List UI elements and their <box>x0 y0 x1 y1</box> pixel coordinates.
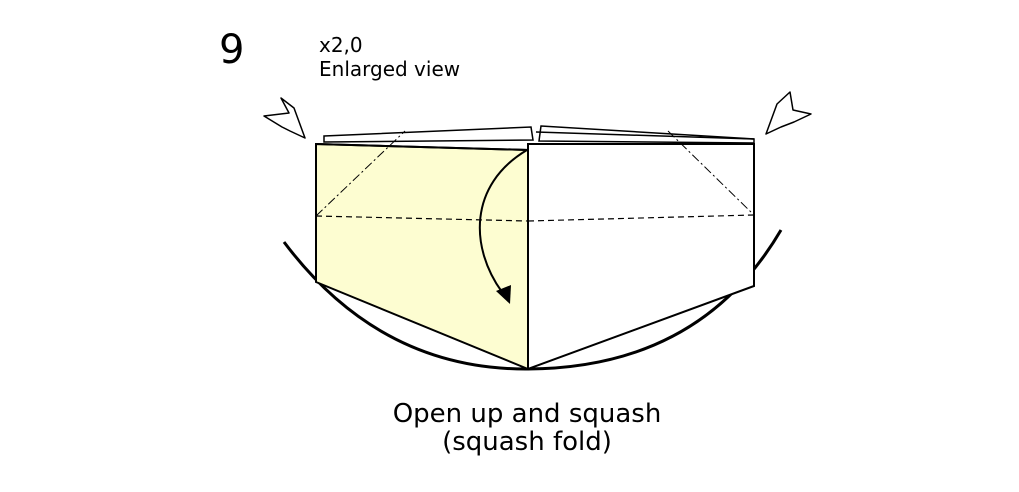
enlarged-view-label: Enlarged view <box>319 57 461 81</box>
instruction-line-1: Open up and squash <box>392 399 662 429</box>
mountain-fold-lines <box>315 130 755 217</box>
push-arrow-icon <box>263 97 306 139</box>
valley-fold-line <box>315 214 755 222</box>
front-top-edge <box>315 143 529 151</box>
right-panel-white <box>527 143 755 371</box>
push-arrow-icon <box>765 91 812 135</box>
step-number: 9 <box>219 27 245 73</box>
curved-fold-arrow-icon <box>478 149 528 304</box>
scale-label: x2,0 <box>319 33 363 57</box>
instruction-line-2: (squash fold) <box>442 427 612 457</box>
top-layer-edges <box>323 125 755 144</box>
